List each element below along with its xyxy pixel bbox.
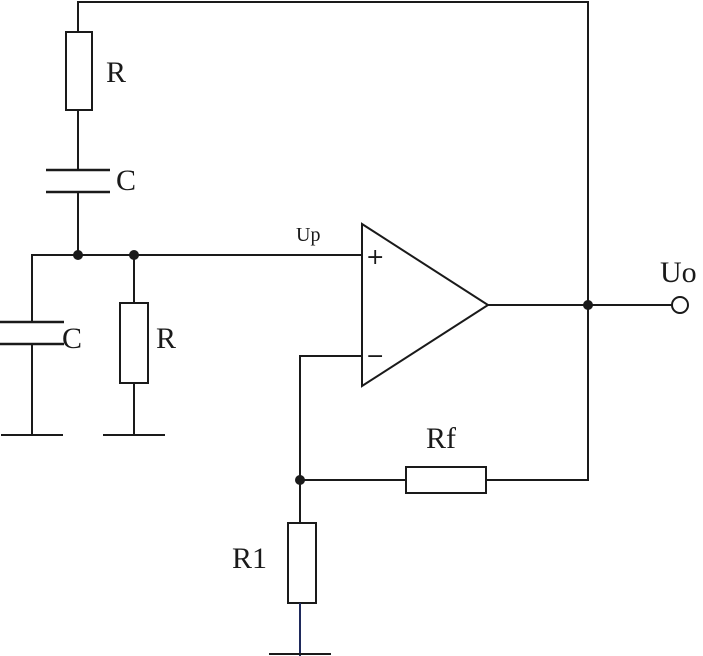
junction-dot-c-node [73,250,83,260]
wire-rf-to-output [485,304,589,481]
wire-up-node [31,254,363,323]
label-c-top: C [116,164,136,197]
op-amp [361,222,490,388]
resistor-rf [405,466,487,494]
junction-dot-inverting [295,475,305,485]
label-uo: Uo [660,256,697,289]
op-amp-minus-sign: − [366,344,384,369]
label-rf: Rf [426,422,456,455]
op-amp-plus-sign: + [366,245,384,270]
label-c-left: C [62,322,82,355]
label-r-shunt: R [156,322,176,355]
junction-dot-r-node [129,250,139,260]
label-r-top: R [106,56,126,89]
label-r1: R1 [232,542,267,575]
resistor-r-top [65,31,93,111]
output-terminal [671,296,689,314]
label-up: Up [296,224,320,246]
resistor-r1 [287,522,317,604]
feedback-loop-wire [77,1,589,306]
wire-minus-input [299,355,363,481]
junction-dot-output [583,300,593,310]
resistor-r-shunt [119,302,149,384]
